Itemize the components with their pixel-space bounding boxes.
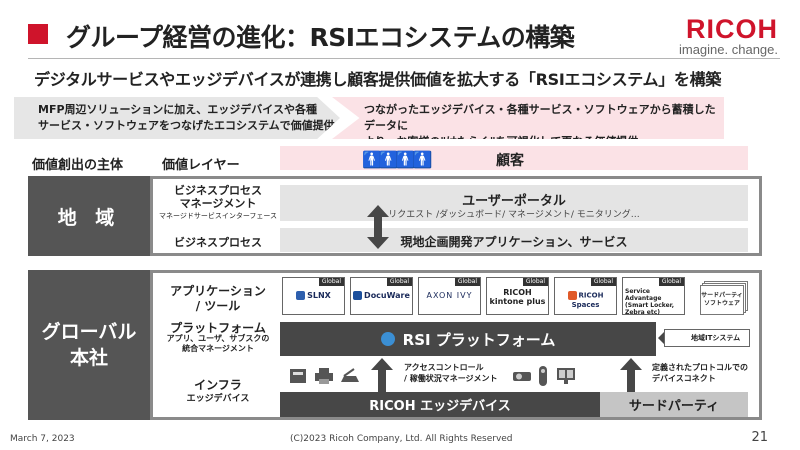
portal-title: ユーザーポータル bbox=[462, 194, 566, 209]
layer-infra: インフラ エッジデバイス bbox=[158, 378, 278, 406]
layer-app-line-1: アプリケーション bbox=[170, 284, 266, 298]
layer-bpm: ビジネスプロセス マネージメント マネージドサービスインターフェース bbox=[158, 184, 278, 223]
cloud-icon bbox=[380, 332, 395, 346]
app-tile-ricoh-spaces: Global RICOH Spaces bbox=[554, 277, 617, 315]
layer-infra-line-1: インフラ bbox=[194, 378, 242, 392]
up-arrow-icon bbox=[371, 358, 393, 392]
tile-name: RICOH Spaces bbox=[557, 291, 614, 310]
camera-device-icon bbox=[539, 366, 547, 386]
header-value-creator: 価値創出の主体 bbox=[32, 158, 124, 173]
tile-global-tag: Global bbox=[590, 278, 616, 286]
title-divider bbox=[28, 58, 780, 59]
global-label-line-2: 本社 bbox=[69, 347, 108, 369]
portal-sub: リクエスト /ダッシュボード/ マネージメント/ モニタリング… bbox=[388, 210, 640, 220]
layer-app: アプリケーション / ツール bbox=[158, 284, 278, 314]
chevron-future-value: つながったエッジデバイス・各種サービス・ソフトウェアから蓄積したデータに より、… bbox=[332, 97, 724, 139]
subtitle: デジタルサービスやエッジデバイスが連携し顧客提供価値を拡大する「RSIエコシステ… bbox=[34, 70, 722, 89]
customer-label: 顧客 bbox=[496, 153, 524, 169]
layer-bpm-line-1: ビジネスプロセス bbox=[174, 184, 262, 197]
ricoh-logo: RICOH imagine. change. bbox=[679, 15, 778, 57]
third-party-software-stack: サードパーティ ソフトウェア bbox=[700, 281, 748, 315]
layer-platform: プラットフォーム アプリ、ユーザ、サブスクの 統合マネージメント bbox=[158, 322, 278, 354]
tile-global-tag: Global bbox=[658, 278, 684, 286]
slnx-icon bbox=[296, 291, 306, 300]
layer-bp: ビジネスプロセス bbox=[174, 236, 262, 249]
layer-bpm-line-2: マネージメント bbox=[179, 197, 257, 210]
title-accent-square bbox=[28, 24, 48, 44]
tile-global-tag: Global bbox=[522, 278, 548, 286]
layer-infra-line-2: エッジデバイス bbox=[186, 394, 250, 404]
printer-icon bbox=[315, 368, 333, 384]
tile-name: AXON IVY bbox=[426, 291, 473, 300]
logo-tagline: imagine. change. bbox=[678, 42, 778, 57]
app-tile-service-advantage: Global Service Advantage (Smart Locker, … bbox=[622, 277, 685, 316]
portal-band bbox=[280, 185, 748, 221]
tile-global-tag: Global bbox=[386, 278, 412, 286]
layer-platform-line-1: プラットフォーム bbox=[170, 321, 266, 335]
docuware-icon bbox=[353, 291, 363, 300]
scanner-icon bbox=[341, 368, 359, 382]
rsi-platform-label: RSI プラットフォーム bbox=[402, 330, 556, 349]
tile-name: Service Advantage (Smart Locker, Zebra e… bbox=[625, 288, 675, 316]
page-title: グループ経営の進化：RSIエコシステムの構築 bbox=[66, 23, 575, 52]
chevron-left-line-2: サービス・ソフトウェアをつなげたエコシステムで価値提供 bbox=[38, 119, 335, 132]
rsi-platform-bar: RSI プラットフォーム bbox=[280, 322, 656, 356]
chevron-right-line-2: より、お客様の"はたらく"を可視化して更なる価値提供 bbox=[364, 135, 639, 148]
app-tile-docuware: Global DocuWare bbox=[350, 277, 413, 315]
up-down-arrow-icon bbox=[367, 205, 389, 249]
local-app-band bbox=[280, 228, 748, 252]
projector-icon bbox=[513, 372, 531, 381]
layer-app-line-2: / ツール bbox=[195, 299, 241, 313]
third-party-bar: サードパーティ bbox=[600, 392, 748, 417]
tile-global-tag: Global bbox=[454, 278, 480, 286]
spaces-icon bbox=[567, 291, 577, 300]
stack-sheet-front: サードパーティ ソフトウェア bbox=[700, 285, 744, 315]
local-apps-label: 現地企画開発アプリケーション、サービス bbox=[400, 235, 628, 249]
global-hq-label: グローバル 本社 bbox=[28, 270, 150, 420]
layer-platform-line-3: 統合マネージメント bbox=[182, 344, 254, 353]
video-conference-icon bbox=[557, 368, 575, 384]
tile-name: DocuWare bbox=[353, 291, 410, 300]
customer-band bbox=[280, 146, 748, 170]
up-arrow-icon bbox=[620, 358, 642, 392]
footer-date: March 7, 2023 bbox=[10, 434, 75, 444]
app-tile-kintone: Global RICOH kintone plus bbox=[486, 277, 549, 315]
layer-platform-line-2: アプリ、ユーザ、サブスクの bbox=[166, 334, 270, 343]
people-icon: 🚹🚹🚹🚹 bbox=[362, 150, 433, 169]
regional-it-system: 地域ITシステム bbox=[664, 329, 750, 347]
footer-copyright: (C)2023 Ricoh Company, Ltd. All Rights R… bbox=[290, 434, 513, 444]
third-party-sw-line-1: サードパーティ bbox=[701, 292, 743, 299]
chevron-right-line-1: つながったエッジデバイス・各種サービス・ソフトウェアから蓄積したデータに bbox=[364, 103, 716, 132]
header-value-layer: 価値レイヤー bbox=[162, 158, 240, 173]
chevron-left-line-1: MFP周辺ソリューションに加え、エッジデバイスや各種 bbox=[38, 103, 317, 116]
third-party-sw-line-2: ソフトウェア bbox=[703, 300, 740, 307]
ricoh-edge-device-bar: RICOH エッジデバイス bbox=[280, 392, 600, 417]
app-tile-slnx: Global SLNX bbox=[282, 277, 345, 315]
tile-name: SLNX bbox=[285, 291, 342, 300]
region-label: 地 域 bbox=[28, 176, 150, 256]
layer-bpm-line-3: マネージドサービスインターフェース bbox=[158, 212, 278, 220]
chevron-current-value: MFP周辺ソリューションに加え、エッジデバイスや各種 サービス・ソフトウェアをつ… bbox=[14, 97, 340, 139]
mfp-icon bbox=[290, 369, 306, 383]
tile-global-tag: Global bbox=[318, 278, 344, 286]
access-control-note: アクセスコントロール / 稼働状況マネージメント bbox=[404, 363, 498, 383]
global-label-line-1: グローバル bbox=[41, 321, 137, 343]
page-number: 21 bbox=[751, 430, 768, 445]
logo-wordmark: RICOH bbox=[686, 14, 778, 44]
app-tile-axon-ivy: Global AXON IVY bbox=[418, 277, 481, 315]
tile-name: RICOH kintone plus bbox=[489, 288, 546, 306]
protocol-note: 定義されたプロトコルでの デバイスコネクト bbox=[652, 363, 748, 383]
